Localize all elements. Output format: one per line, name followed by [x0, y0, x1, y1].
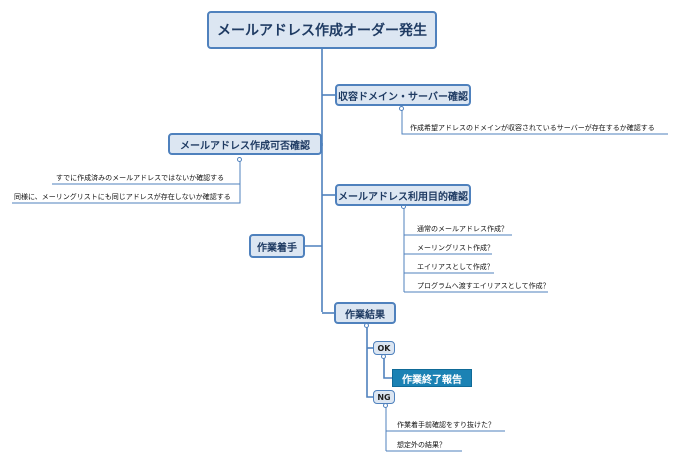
- work-result-node[interactable]: 作業結果: [334, 302, 396, 324]
- purpose-check-item: メーリングリスト作成？: [417, 244, 494, 252]
- purpose-check-item: エイリアスとして作成？: [417, 263, 494, 271]
- purpose-check-item: プログラムへ渡すエイリアスとして作成？: [417, 282, 550, 290]
- feasibility-check-item: 同様に、メーリングリストにも同じアドレスが存在しないか確認する: [14, 193, 231, 201]
- ng-item: 作業着手前確認をすり抜けた？: [397, 421, 495, 429]
- feasibility-check-node[interactable]: メールアドレス作成可否確認: [168, 133, 322, 155]
- purpose-check-node[interactable]: メールアドレス利用目的確認: [335, 184, 471, 206]
- result-ng-node[interactable]: NG: [373, 390, 395, 404]
- purpose-check-item: 通常のメールアドレス作成？: [417, 225, 508, 233]
- root-node[interactable]: メールアドレス作成オーダー発生: [207, 11, 437, 49]
- feasibility-check-item: すでに作成済みのメールアドレスではないか確認する: [56, 174, 225, 182]
- result-ok-node[interactable]: OK: [373, 341, 395, 355]
- ng-item: 想定外の結果？: [397, 441, 446, 449]
- mailserver-check-node[interactable]: 収容ドメイン・サーバー確認: [335, 84, 471, 106]
- work-start-node[interactable]: 作業着手: [249, 234, 305, 258]
- expand-dot-feasibility[interactable]: [237, 157, 242, 162]
- mailserver-check-item: 作成希望アドレスのドメインが収容されているサーバーが存在するか確認する: [410, 124, 655, 132]
- expand-dot-mailserver[interactable]: [399, 106, 404, 111]
- work-complete-report-node[interactable]: 作業終了報告: [392, 369, 472, 387]
